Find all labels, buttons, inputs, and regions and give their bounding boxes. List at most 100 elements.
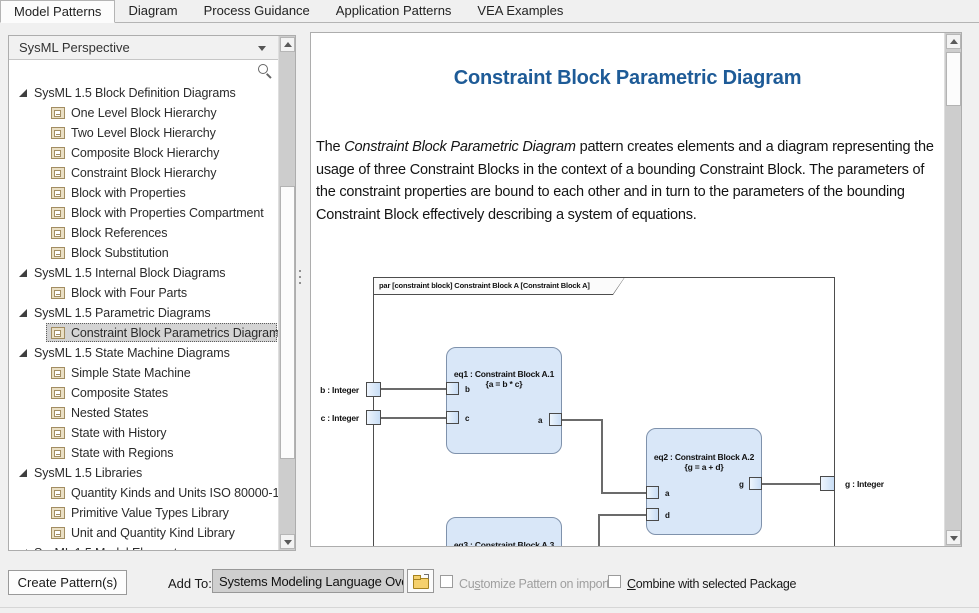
tree-item[interactable]: One Level Block Hierarchy bbox=[9, 103, 278, 123]
tree-group-parametric[interactable]: SysML 1.5 Parametric Diagrams bbox=[9, 303, 278, 323]
tree-group-block-definition[interactable]: SysML 1.5 Block Definition Diagrams bbox=[9, 83, 278, 103]
add-to-field[interactable] bbox=[212, 569, 404, 593]
perspective-dropdown[interactable]: SysML Perspective bbox=[9, 36, 278, 60]
tree-item-label: One Level Block Hierarchy bbox=[71, 106, 217, 120]
tree-group-model-elements[interactable]: SysML 1.5 Model Elements bbox=[9, 543, 278, 550]
diagram-icon bbox=[51, 367, 65, 379]
tree-item[interactable]: Block with Properties bbox=[9, 183, 278, 203]
tree-item[interactable]: Composite Block Hierarchy bbox=[9, 143, 278, 163]
diagram-icon bbox=[51, 247, 65, 259]
tree-item[interactable]: Block with Properties Compartment bbox=[9, 203, 278, 223]
perspective-label: SysML Perspective bbox=[19, 40, 130, 55]
tree-item[interactable]: Nested States bbox=[9, 403, 278, 423]
block-name: eq3 : Constraint Block A.3 bbox=[453, 540, 555, 546]
tree-item-label: Block with Properties Compartment bbox=[71, 206, 264, 220]
arrow-up-icon bbox=[949, 39, 958, 44]
tree-item[interactable]: Two Level Block Hierarchy bbox=[9, 123, 278, 143]
tree-item-label: Constraint Block Hierarchy bbox=[71, 166, 217, 180]
tree-item[interactable]: Primitive Value Types Library bbox=[9, 503, 278, 523]
tree-item[interactable]: Unit and Quantity Kind Library bbox=[9, 523, 278, 543]
diagram-icon bbox=[51, 207, 65, 219]
page-title: Constraint Block Parametric Diagram bbox=[453, 67, 802, 89]
tree-item[interactable]: Simple State Machine bbox=[9, 363, 278, 383]
tab-diagram[interactable]: Diagram bbox=[115, 0, 191, 23]
connector-c bbox=[381, 417, 446, 419]
block-constraint: {a = b * c} bbox=[485, 379, 523, 389]
tree-item[interactable]: Block References bbox=[9, 223, 278, 243]
pattern-preview-panel: Constraint Block Parametric Diagram The … bbox=[310, 32, 962, 547]
constraint-block-eq3: eq3 : Constraint Block A.3 bbox=[446, 517, 562, 546]
tree-group-internal-block[interactable]: SysML 1.5 Internal Block Diagrams bbox=[9, 263, 278, 283]
scrollbar-up-button[interactable] bbox=[946, 34, 961, 49]
external-port-label-b: b : Integer bbox=[320, 385, 359, 395]
scrollbar-up-button[interactable] bbox=[280, 37, 295, 52]
tree-item-label: Nested States bbox=[71, 406, 149, 420]
diagram-icon bbox=[51, 427, 65, 439]
scrollbar-thumb[interactable] bbox=[946, 52, 961, 106]
connector-a-h1 bbox=[562, 419, 602, 421]
tree-group-label: SysML 1.5 State Machine Diagrams bbox=[34, 346, 230, 360]
expanded-triangle-icon[interactable] bbox=[19, 349, 27, 357]
tab-model-patterns[interactable]: Model Patterns bbox=[0, 0, 116, 23]
connector-g bbox=[762, 483, 820, 485]
create-pattern-button[interactable]: Create Pattern(s) bbox=[8, 570, 127, 595]
scrollbar-down-button[interactable] bbox=[946, 530, 961, 545]
tree-item-label: State with History bbox=[71, 426, 167, 440]
expanded-triangle-icon[interactable] bbox=[19, 89, 27, 97]
port-eq2-d bbox=[646, 508, 659, 521]
search-bar[interactable] bbox=[9, 60, 278, 83]
tree-item-label: Block with Properties bbox=[71, 186, 186, 200]
tree-item[interactable]: Quantity Kinds and Units ISO 80000-1 bbox=[9, 483, 278, 503]
description-paragraph: The Constraint Block Parametric Diagram … bbox=[316, 139, 934, 223]
tree-item[interactable]: Constraint Block Hierarchy bbox=[9, 163, 278, 183]
block-name: eq1 : Constraint Block A.1 bbox=[453, 369, 555, 379]
diagram-icon bbox=[51, 107, 65, 119]
customize-pattern-checkbox[interactable] bbox=[440, 575, 453, 588]
expanded-triangle-icon[interactable] bbox=[19, 549, 27, 550]
scrollbar-thumb[interactable] bbox=[280, 186, 295, 459]
diagram-icon bbox=[51, 327, 65, 339]
port-eq1-c bbox=[446, 411, 459, 424]
chevron-down-icon bbox=[258, 46, 266, 51]
tab-process-guidance[interactable]: Process Guidance bbox=[190, 0, 323, 23]
port-eq2-g bbox=[749, 477, 762, 490]
pane-splitter[interactable] bbox=[299, 270, 302, 294]
tree-group-state-machine[interactable]: SysML 1.5 State Machine Diagrams bbox=[9, 343, 278, 363]
browse-package-button[interactable] bbox=[407, 569, 434, 593]
add-to-label: Add To: bbox=[168, 576, 212, 591]
tree-item[interactable]: State with History bbox=[9, 423, 278, 443]
port-eq1-a bbox=[549, 413, 562, 426]
expanded-triangle-icon[interactable] bbox=[19, 269, 27, 277]
expanded-triangle-icon[interactable] bbox=[19, 469, 27, 477]
tree-item[interactable]: State with Regions bbox=[9, 443, 278, 463]
external-port-label-g: g : Integer bbox=[845, 479, 884, 489]
tree-item[interactable]: Block Substitution bbox=[9, 243, 278, 263]
diagram-icon bbox=[51, 387, 65, 399]
tree-item-label: Block with Four Parts bbox=[71, 286, 187, 300]
tree-scrollbar[interactable] bbox=[278, 36, 295, 550]
tree-item[interactable]: Composite States bbox=[9, 383, 278, 403]
tree-item-selected[interactable]: Constraint Block Parametrics Diagram bbox=[9, 323, 278, 343]
tree-item-label: Quantity Kinds and Units ISO 80000-1 bbox=[71, 486, 278, 500]
preview-scrollbar[interactable] bbox=[944, 33, 961, 546]
tree-item-label: Composite States bbox=[71, 386, 169, 400]
port-label-a: a bbox=[665, 489, 670, 498]
search-icon[interactable] bbox=[258, 64, 268, 74]
pattern-name-italic: Constraint Block Parametric Diagram bbox=[344, 139, 576, 155]
tree-item-label: Unit and Quantity Kind Library bbox=[71, 526, 235, 540]
connector-d-h bbox=[598, 514, 646, 516]
tree-group-label: SysML 1.5 Libraries bbox=[34, 466, 143, 480]
tree-item[interactable]: Block with Four Parts bbox=[9, 283, 278, 303]
block-name: eq2 : Constraint Block A.2 bbox=[653, 452, 755, 462]
arrow-down-icon bbox=[283, 540, 292, 545]
connector-a-v bbox=[601, 419, 603, 493]
combine-package-checkbox[interactable] bbox=[608, 575, 621, 588]
tree-group-label: SysML 1.5 Internal Block Diagrams bbox=[34, 266, 226, 280]
scrollbar-down-button[interactable] bbox=[280, 534, 295, 549]
expanded-triangle-icon[interactable] bbox=[19, 309, 27, 317]
tree-group-libraries[interactable]: SysML 1.5 Libraries bbox=[9, 463, 278, 483]
parametric-diagram-frame bbox=[373, 277, 835, 546]
tab-application-patterns[interactable]: Application Patterns bbox=[322, 0, 465, 23]
port-label-b: b bbox=[465, 385, 470, 394]
tab-vea-examples[interactable]: VEA Examples bbox=[464, 0, 577, 23]
